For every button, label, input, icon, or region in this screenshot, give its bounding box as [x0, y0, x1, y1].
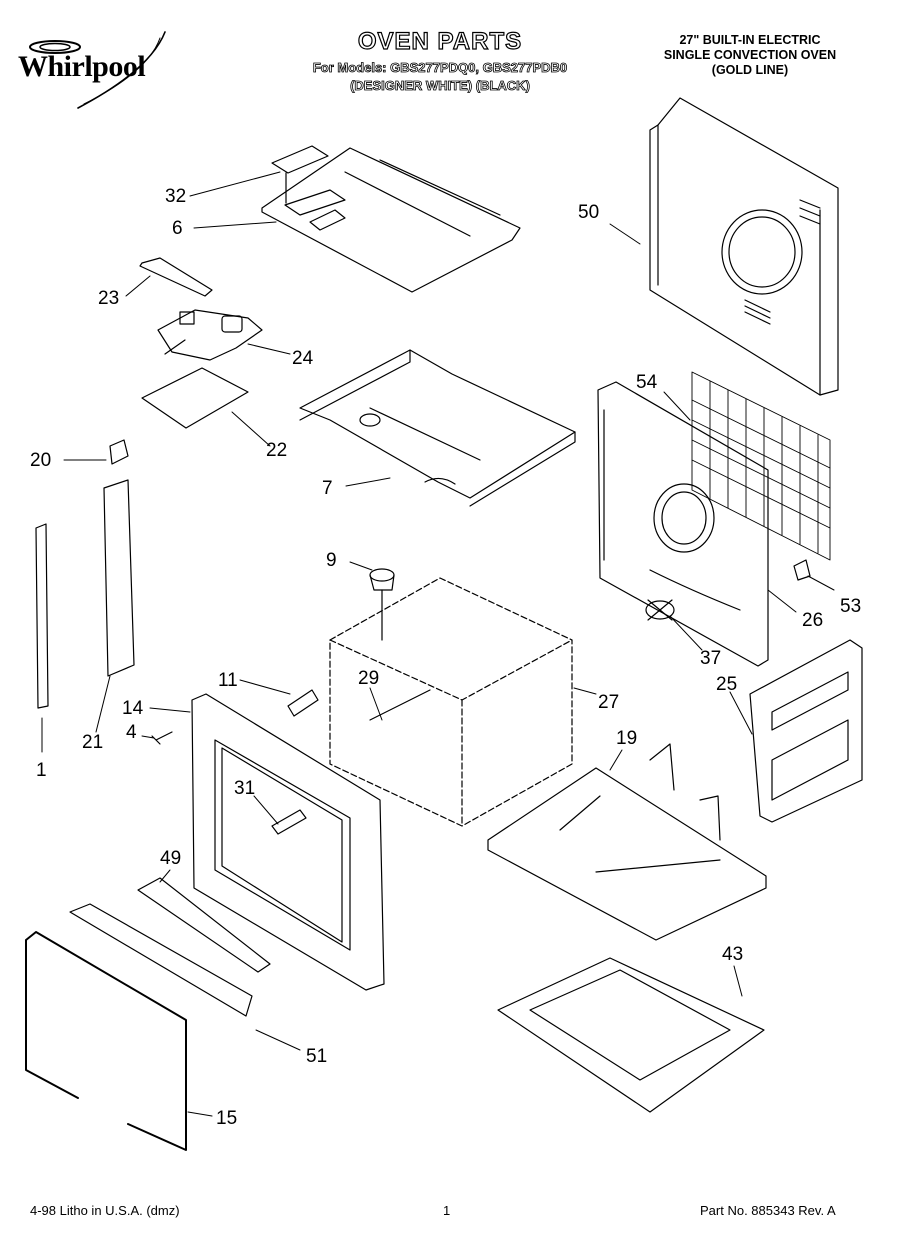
- callout-1: 1: [36, 760, 47, 781]
- part-21-side-trim: [103, 479, 135, 677]
- callout-50: 50: [578, 202, 600, 223]
- spec-line: (GOLD LINE): [711, 63, 789, 77]
- callout-37: 37: [700, 648, 722, 669]
- part-43-base-pan: [497, 957, 765, 1113]
- page-title: OVEN PARTS: [357, 27, 523, 55]
- part-27-oven-cavity: [329, 577, 573, 827]
- callout-27: 27: [598, 692, 620, 713]
- page-number: 1: [443, 1203, 451, 1218]
- callout-6: 6: [172, 218, 183, 239]
- part-6-top-panel: [261, 147, 521, 293]
- part-53-clip: [793, 559, 811, 581]
- callout-25: 25: [716, 674, 738, 695]
- part-19-bottom-panel: [487, 743, 767, 941]
- spec-line: 27" BUILT-IN ELECTRIC: [679, 33, 821, 47]
- part-11-sensor: [287, 689, 319, 717]
- spec-block: 27" BUILT-IN ELECTRIC SINGLE CONVECTION …: [640, 33, 860, 78]
- callout-20: 20: [30, 450, 52, 471]
- part-51-vent-trim: [69, 903, 253, 1017]
- callout-29: 29: [358, 668, 380, 689]
- callout-14: 14: [122, 698, 144, 719]
- callout-23: 23: [98, 288, 120, 309]
- part-32-label: [271, 145, 329, 204]
- callout-9: 9: [326, 550, 337, 571]
- callout-22: 22: [266, 440, 288, 461]
- callout-53: 53: [840, 596, 862, 617]
- part-37-fan-blade: [645, 599, 675, 621]
- part-20-clip: [109, 439, 129, 465]
- part-7-middle-panel: [299, 349, 576, 507]
- callout-24: 24: [292, 348, 314, 369]
- part-4-screw: [151, 731, 173, 745]
- callout-51: 51: [306, 1046, 328, 1067]
- callout-15: 15: [216, 1108, 238, 1129]
- variants-line: (DESIGNER WHITE) (BLACK): [350, 78, 531, 94]
- callout-43: 43: [722, 944, 744, 965]
- footer-part-number: Part No. 885343 Rev. A: [700, 1203, 836, 1218]
- part-31-socket: [271, 809, 307, 835]
- callout-26: 26: [802, 610, 824, 631]
- callout-32: 32: [165, 186, 187, 207]
- part-26-fan-panel: [597, 381, 769, 667]
- brand-logo: Whirlpool: [18, 50, 146, 83]
- part-50-rear-panel: [649, 97, 839, 396]
- part-49-trim-bar: [137, 877, 271, 973]
- footer-litho: 4-98 Litho in U.S.A. (dmz): [30, 1203, 180, 1218]
- part-24-switch-assembly: [157, 309, 263, 361]
- callout-21: 21: [82, 732, 104, 753]
- part-14-front-frame: [191, 693, 385, 991]
- leader-lines: [41, 171, 835, 1117]
- callout-31: 31: [234, 778, 256, 799]
- callout-49: 49: [160, 848, 182, 869]
- part-1-rail: [35, 523, 49, 709]
- models-line: For Models: GBS277PDQ0, GBS277PDB0: [312, 60, 568, 76]
- whirlpool-swirl-icon: [29, 31, 166, 109]
- part-9-thermostat: [369, 568, 395, 641]
- part-29-rod: [369, 689, 431, 721]
- callout-7: 7: [322, 478, 333, 499]
- part-23-bracket: [139, 257, 213, 297]
- part-15-gasket: [25, 931, 187, 1151]
- callout-54: 54: [636, 372, 658, 393]
- callout-11: 11: [218, 670, 238, 691]
- callout-19: 19: [616, 728, 638, 749]
- part-25-side-panel: [749, 639, 863, 823]
- spec-line: SINGLE CONVECTION OVEN: [663, 48, 837, 62]
- callout-4: 4: [126, 722, 137, 743]
- part-22-plate: [141, 367, 249, 429]
